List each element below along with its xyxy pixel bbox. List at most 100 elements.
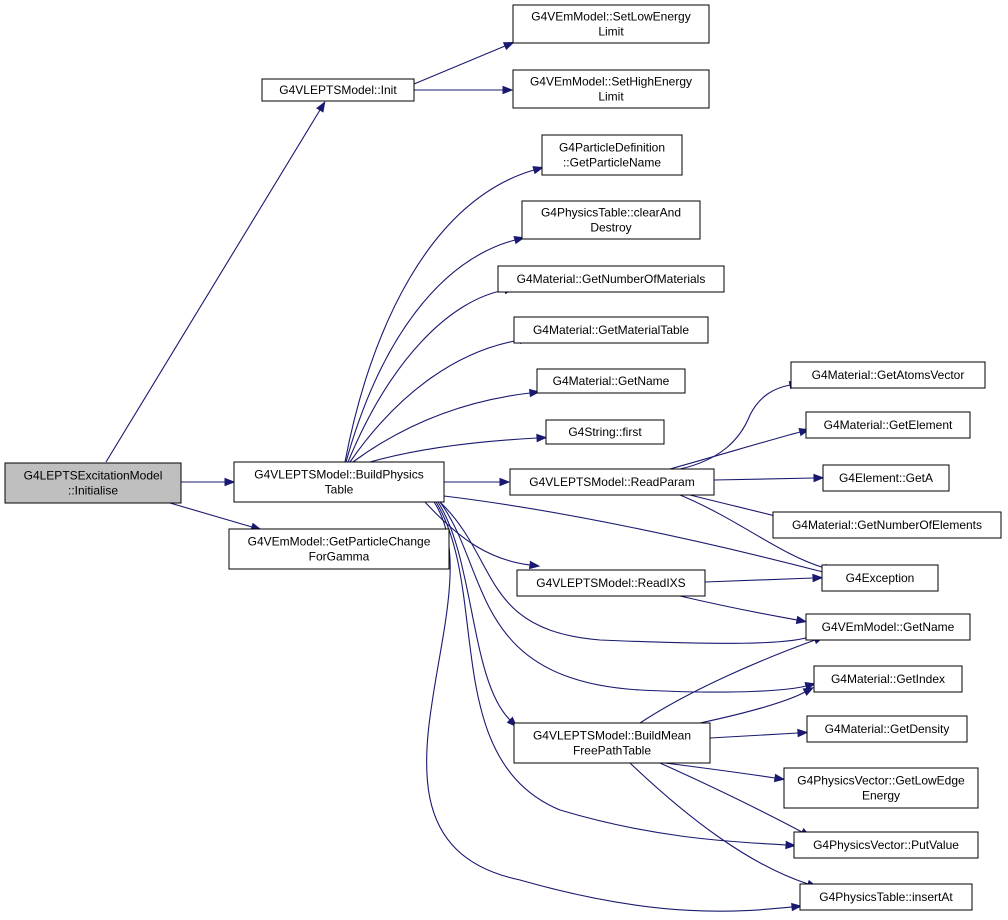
node-g4vleptsmodel-init[interactable]: G4VLEPTSModel::Init [261, 78, 415, 102]
node-box [233, 461, 445, 503]
arrowhead-icon [513, 236, 526, 245]
edge-line [713, 477, 815, 481]
node-g4material-getatomsvector[interactable]: G4Material::GetAtomsVector [790, 361, 986, 389]
edge-line [659, 762, 803, 833]
node-label: G4PhysicsTable::insertAt [819, 890, 953, 904]
edge-buildmfp-to-getindex [699, 687, 815, 724]
edge-line [639, 639, 816, 724]
node-box [783, 767, 979, 809]
node-label: Destroy [590, 221, 631, 235]
node-g4material-getname[interactable]: G4Material::GetName [536, 368, 686, 394]
node-box [805, 613, 971, 641]
nodes: G4LEPTSExcitationModel::InitialiseG4VLEP… [4, 4, 1002, 911]
node-box [772, 511, 1002, 539]
edge-init-to-setlow [413, 42, 515, 85]
node-box [513, 316, 709, 344]
node-g4leptsexcitationmodel-initialise[interactable]: G4LEPTSExcitationModel::Initialise [4, 462, 182, 504]
node-label: Limit [598, 90, 624, 104]
edge-line [709, 732, 799, 739]
node-box [228, 528, 450, 570]
edge-build-to-insertat [426, 501, 803, 912]
node-label: Table [325, 483, 354, 497]
node-g4particledefinition-getparticlename[interactable]: G4ParticleDefinition::GetParticleName [541, 134, 683, 176]
node-box [509, 468, 715, 496]
arrowhead-icon [529, 388, 541, 398]
node-box [4, 462, 182, 504]
edge-build-to-matname [352, 388, 541, 463]
edge-build-to-readparam [444, 477, 511, 487]
arrowhead-icon [791, 902, 803, 912]
edge-line [352, 392, 531, 463]
node-g4vleptsmodel-readixs[interactable]: G4VLEPTSModel::ReadIXS [516, 569, 706, 597]
node-g4exception[interactable]: G4Exception [821, 564, 939, 592]
edge-line [669, 431, 801, 470]
node-label: G4VLEPTSModel::BuildMean [533, 729, 691, 743]
arrowhead-icon [797, 728, 809, 738]
edge-line [664, 762, 776, 779]
node-label: G4Element::GetA [839, 471, 933, 485]
edges [105, 42, 838, 912]
edge-line [443, 495, 828, 574]
edge-line [344, 169, 535, 463]
arrowhead-icon [536, 433, 548, 443]
node-label: G4PhysicsVector::PutValue [813, 838, 959, 852]
node-g4vemmodel-getname[interactable]: G4VEmModel::GetName [805, 613, 971, 641]
node-box [821, 564, 939, 592]
node-g4material-getelement[interactable]: G4Material::GetElement [805, 411, 971, 439]
edge-readixs-to-emname [679, 595, 808, 625]
node-g4material-getnumberofelements[interactable]: G4Material::GetNumberOfElements [772, 511, 1002, 539]
node-box [805, 411, 971, 439]
node-g4physicsvector-putvalue[interactable]: G4PhysicsVector::PutValue [793, 831, 979, 859]
arrowhead-icon [316, 101, 326, 113]
node-label: G4VLEPTSModel::ReadIXS [536, 576, 685, 590]
node-label: G4Material::GetElement [824, 418, 953, 432]
edge-line [105, 109, 321, 463]
edge-line [169, 502, 253, 528]
edge-build-to-readixs [424, 501, 541, 570]
edge-readparam-to-geta [713, 473, 825, 483]
edge-line [345, 239, 516, 463]
node-g4string-first[interactable]: G4String::first [545, 419, 665, 445]
edge-build-to-putvalue [435, 501, 797, 850]
node-box [541, 134, 683, 176]
node-label: G4Material::GetDensity [825, 722, 950, 736]
node-g4vleptsmodel-readparam[interactable]: G4VLEPTSModel::ReadParam [509, 468, 715, 496]
edge-line [435, 501, 787, 846]
node-label: ForGamma [309, 550, 370, 564]
arrowhead-icon [802, 687, 815, 696]
edge-line [704, 577, 814, 583]
node-box [536, 368, 686, 394]
edge-build-to-getindex [439, 501, 817, 693]
node-g4physicstable-insertat[interactable]: G4PhysicsTable::insertAt [799, 883, 973, 911]
arrowhead-icon [812, 573, 824, 583]
node-box [261, 78, 415, 102]
node-box [512, 4, 710, 44]
edge-line [349, 339, 521, 463]
node-box [513, 722, 711, 764]
node-label: Limit [598, 25, 624, 39]
node-box [512, 69, 710, 109]
node-g4material-getnumberofmaterials[interactable]: G4Material::GetNumberOfMaterials [497, 265, 725, 293]
arrowhead-icon [532, 166, 544, 175]
node-label: G4Material::GetMaterialTable [533, 323, 689, 337]
node-g4material-getdensity[interactable]: G4Material::GetDensity [806, 715, 968, 743]
edge-build-to-nummat [347, 285, 516, 463]
node-box [822, 464, 950, 492]
node-label: G4VLEPTSModel::ReadParam [529, 475, 694, 489]
node-g4material-getindex[interactable]: G4Material::GetIndex [813, 665, 963, 693]
node-label: G4Material::GetAtomsVector [812, 368, 965, 382]
edge-buildmfp-to-lowedge [664, 762, 786, 783]
edge-readparam-to-atomsvec [679, 380, 801, 470]
edge-buildmfp-to-emname [639, 636, 825, 724]
node-g4element-geta[interactable]: G4Element::GetA [822, 464, 950, 492]
arrowhead-icon [502, 42, 515, 51]
node-g4material-getmaterialtable[interactable]: G4Material::GetMaterialTable [513, 316, 709, 344]
